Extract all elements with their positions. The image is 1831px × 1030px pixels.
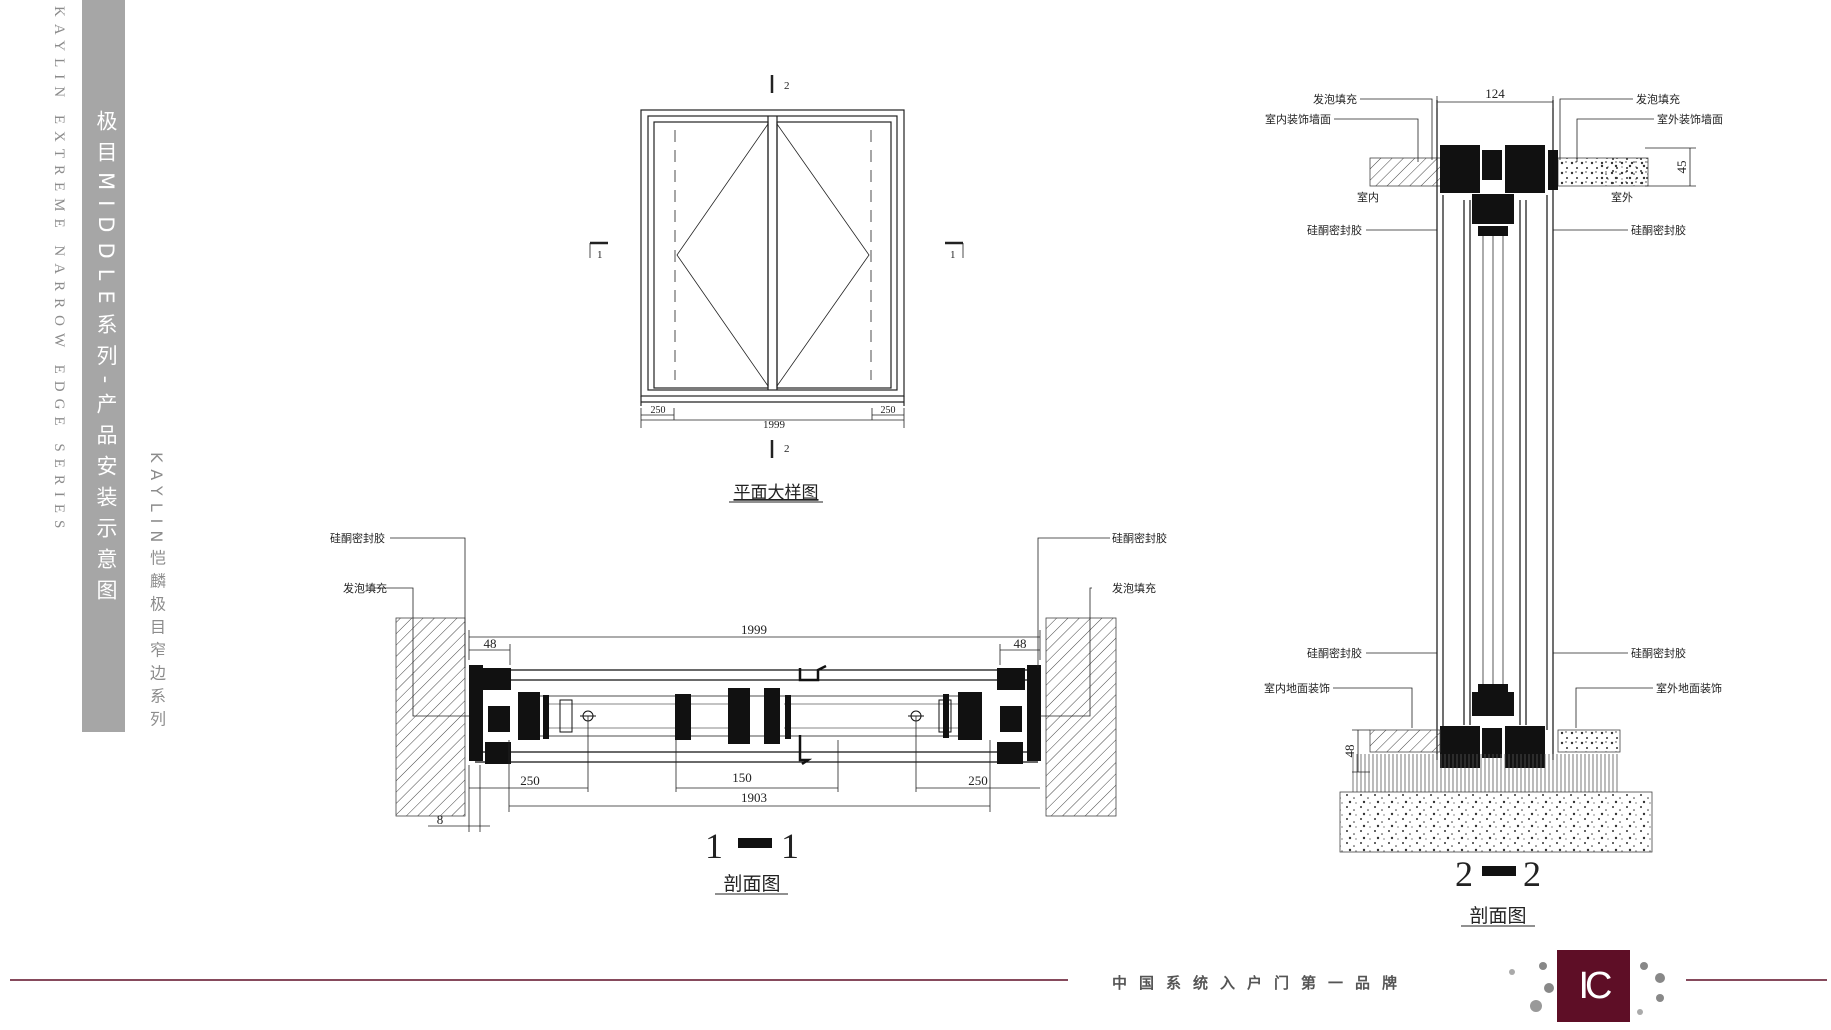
plan-frame [589, 75, 964, 458]
label-foam-right: 发泡填充 [1112, 581, 1156, 595]
dim-250-left: 250 [520, 773, 540, 788]
label-sealant-right-top: 硅酮密封胶 [1631, 223, 1686, 237]
dim-150: 150 [732, 770, 752, 785]
label-sealant-left-top: 硅酮密封胶 [1307, 223, 1362, 237]
dim-1999: 1999 [741, 622, 767, 637]
plan-caption: 平面大样图 [734, 483, 819, 503]
plan-left-dim: 250 [651, 405, 666, 416]
plan-detail: 1999 250 250 2 2 1 1 平面大样图 [589, 75, 964, 503]
brand-logo-mark: IC [1578, 965, 1613, 1007]
dim-45: 45 [1674, 161, 1689, 174]
wall-left [395, 617, 466, 817]
label-sealant-right-bottom: 硅酮密封胶 [1631, 646, 1686, 660]
label-outdoor: 室外 [1611, 190, 1633, 204]
section-1-caption: 剖面图 [723, 873, 780, 895]
section-2-right-number: 2 [1523, 854, 1541, 894]
label-foam-right-22: 发泡填充 [1636, 92, 1680, 106]
page-subtitle: KAYLIN恺麟极目窄边系列 [147, 452, 166, 734]
plan-right-dim: 250 [881, 405, 896, 416]
plan-width-dim: 1999 [763, 419, 786, 431]
plan-marker-top: 2 [784, 80, 790, 92]
label-sealant-left: 硅酮密封胶 [330, 531, 385, 545]
label-foam-left-22: 发泡填充 [1313, 92, 1357, 106]
section-2-left-number: 2 [1455, 854, 1473, 894]
page-title: 极目MIDDLE系列-产品安装示意图 [94, 110, 118, 611]
dim-124: 124 [1485, 86, 1505, 101]
plan-marker-left: 1 [597, 249, 603, 261]
dim-8: 8 [437, 812, 444, 827]
label-sealant-right: 硅酮密封胶 [1112, 531, 1167, 545]
label-sealant-left-bottom: 硅酮密封胶 [1307, 646, 1362, 660]
section-1-left-number: 1 [705, 826, 723, 866]
dim-1903: 1903 [741, 790, 767, 805]
top-frame-profiles [1440, 145, 1558, 224]
indoor-wall-top [1369, 157, 1446, 187]
brand-logo: IC [1557, 950, 1630, 1022]
floor-layer [1352, 754, 1620, 792]
label-indoor-floor: 室内地面装饰 [1264, 681, 1330, 695]
plan-marker-right: 1 [950, 249, 956, 261]
label-outdoor-floor: 室外地面装饰 [1656, 681, 1722, 695]
outdoor-floor [1557, 729, 1621, 753]
sash-verticals [1436, 100, 1554, 760]
section-1-bar [738, 838, 772, 848]
brand-english-vertical: KAYLIN EXTREME NARROW EDGE SERIES [51, 6, 67, 536]
label-foam-left: 发泡填充 [343, 581, 387, 595]
frame-profiles [469, 665, 1041, 764]
section-2-bar [1482, 866, 1516, 876]
footer-slogan: 中国系统入户门第一品牌 [1112, 974, 1410, 992]
dim-48-22: 48 [1342, 745, 1357, 758]
footer-decor [10, 962, 1827, 1015]
sidebar-band [82, 0, 125, 732]
section-1-right-number: 1 [781, 826, 799, 866]
indoor-floor [1369, 729, 1441, 753]
label-outdoor-wall: 室外装饰墙面 [1657, 112, 1723, 126]
section-2-caption: 剖面图 [1469, 905, 1526, 927]
dim-48-left: 48 [484, 636, 497, 651]
floor-base [1339, 791, 1653, 853]
section-1-1: 硅酮密封胶 发泡填充 硅酮密封胶 发泡填充 1999 48 48 250 150… [330, 531, 1167, 895]
section-2-2: 发泡填充 室内装饰墙面 室内 硅酮密封胶 发泡填充 室外装饰墙面 室外 硅酮密封… [1264, 86, 1723, 927]
plan-marker-bottom: 2 [784, 443, 790, 455]
wall-right [1045, 617, 1117, 817]
dim-250-right: 250 [968, 773, 988, 788]
dim-48-right: 48 [1014, 636, 1027, 651]
label-indoor: 室内 [1357, 190, 1379, 204]
label-indoor-wall: 室内装饰墙面 [1265, 112, 1331, 126]
